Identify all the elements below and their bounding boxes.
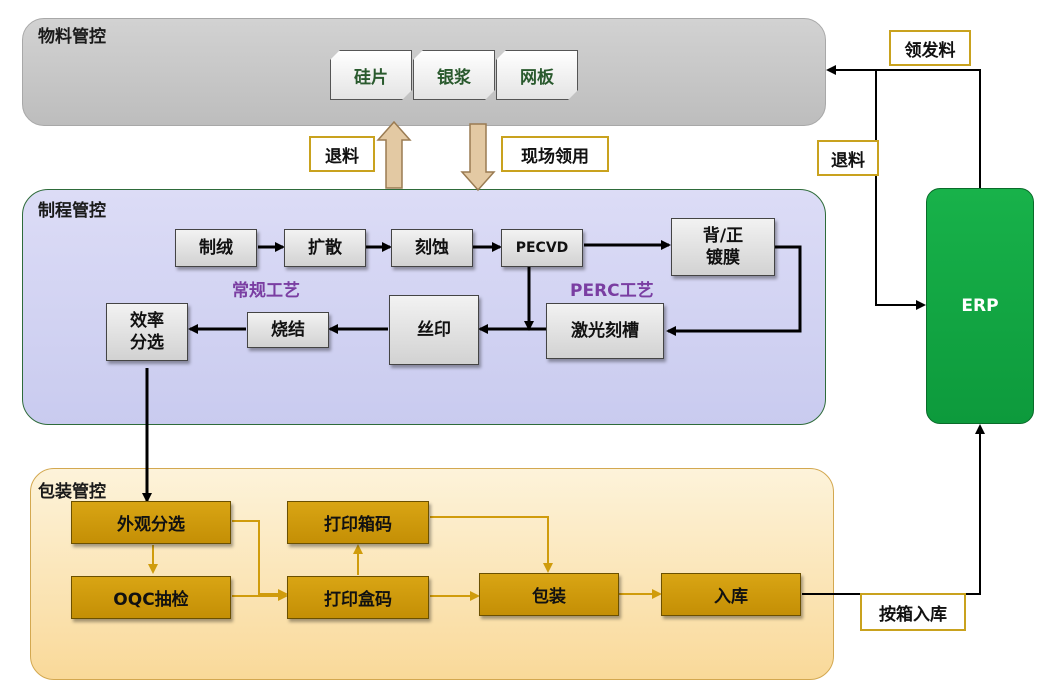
process-panel-title: 制程管控 — [38, 201, 106, 221]
carton-inbound-label: 按箱入库 — [860, 593, 966, 631]
step-efficiency-sorting: 效率 分选 — [106, 303, 188, 361]
step-packing: 包装 — [479, 573, 619, 616]
material-silver-paste: 银浆 — [413, 50, 495, 100]
conventional-process-label: 常规工艺 — [232, 281, 300, 301]
return-material-label: 退料 — [309, 136, 375, 172]
material-silicon-wafer: 硅片 — [330, 50, 412, 100]
material-screen-plate: 网板 — [496, 50, 578, 100]
perc-process-label: PERC工艺 — [570, 281, 654, 301]
erp-return-label: 退料 — [817, 140, 879, 176]
erp-system-box: ERP — [926, 188, 1034, 424]
step-etching: 刻蚀 — [391, 229, 473, 267]
step-warehousing: 入库 — [661, 573, 801, 616]
step-appearance-sorting: 外观分选 — [71, 501, 231, 544]
step-print-carton-code: 打印箱码 — [287, 501, 429, 544]
step-print-box-code: 打印盒码 — [287, 576, 429, 619]
step-laser-grooving: 激光刻槽 — [546, 303, 664, 359]
materials-panel-title: 物料管控 — [38, 27, 106, 47]
return-up-arrow — [376, 120, 412, 189]
step-oqc-inspection: OQC抽检 — [71, 576, 231, 619]
step-back-front-coating: 背/正 镀膜 — [671, 218, 775, 276]
packaging-panel-title: 包装管控 — [38, 482, 106, 502]
site-requisition-label: 现场领用 — [501, 136, 609, 172]
requisition-down-arrow — [460, 123, 496, 192]
step-pecvd: PECVD — [501, 229, 583, 267]
step-sintering: 烧结 — [247, 312, 329, 348]
step-diffusion: 扩散 — [284, 229, 366, 267]
step-screen-printing: 丝印 — [389, 295, 479, 365]
issue-material-label: 领发料 — [889, 30, 971, 66]
step-texturing: 制绒 — [175, 229, 257, 267]
